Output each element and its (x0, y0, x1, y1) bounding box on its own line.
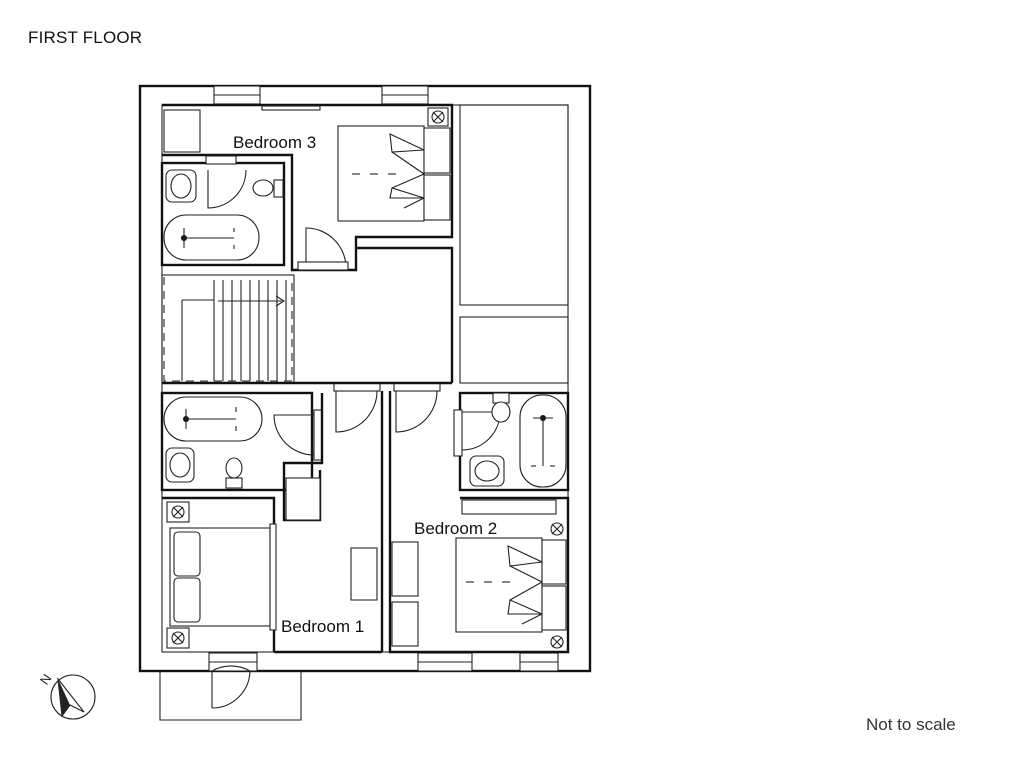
ensuite-3-bath (163, 214, 260, 261)
window-bottom-mid (417, 652, 473, 672)
bathroom-toilet (225, 457, 243, 489)
bathroom-walls (160, 391, 314, 492)
bedroom-2-shelf (461, 499, 557, 515)
bedroom-3-shelf (261, 105, 321, 111)
ensuite-3-window (205, 155, 237, 165)
compass-icon (50, 674, 96, 720)
scale-note: Not to scale (866, 715, 956, 734)
bedroom-2-radiator-bottom-icon (550, 635, 564, 649)
bedroom-2-bed (455, 537, 567, 633)
bedroom-3-bed (337, 125, 451, 222)
window-bottom-right (519, 652, 559, 672)
bedroom-3-door (297, 227, 349, 271)
bedroom-1-bed (169, 523, 277, 631)
bedroom-1-door (333, 382, 381, 433)
bathroom-bath (163, 396, 263, 442)
window-top-right (381, 85, 429, 105)
ensuite-3-door (207, 169, 247, 209)
bedroom-3-label: Bedroom 3 (233, 133, 316, 152)
bathroom-door (273, 409, 323, 461)
bedroom-2-label: Bedroom 2 (414, 519, 497, 538)
compass-north-label: N (37, 671, 55, 687)
bedroom-3-radiator-icon (427, 107, 449, 127)
bedroom-2-radiator-top-icon (550, 522, 564, 536)
outer-wall (138, 84, 592, 673)
bedroom-1-radiator-top-icon (166, 501, 190, 523)
balcony (159, 665, 302, 721)
window-bottom-left (208, 652, 258, 672)
floor-title: FIRST FLOOR (28, 28, 143, 47)
ensuite-3-toilet (252, 179, 284, 198)
staircase (161, 274, 295, 384)
bedroom-1-label: Bedroom 1 (281, 617, 364, 636)
bedroom-1-desk (350, 547, 378, 601)
bedroom-2-walls (388, 391, 570, 654)
ensuite-2-bath (519, 394, 567, 488)
bedroom-3-walls (162, 103, 454, 272)
corridor-cupboard (285, 477, 321, 521)
landing-walls (356, 246, 454, 383)
ensuite-3-basin (165, 169, 197, 203)
window-top-left (213, 85, 261, 105)
bedroom-2-chest (391, 601, 419, 647)
bedroom-2-door (393, 382, 441, 433)
bedroom-3-wardrobe (163, 109, 201, 153)
storage-block-lower (459, 316, 569, 384)
bathroom-basin (165, 447, 195, 483)
storage-block-upper (459, 104, 569, 306)
ensuite-2-basin (469, 455, 505, 487)
ensuite-2-toilet (491, 392, 511, 423)
bedroom-2-desk (391, 541, 419, 597)
bedroom-1-radiator-bottom-icon (166, 627, 190, 649)
